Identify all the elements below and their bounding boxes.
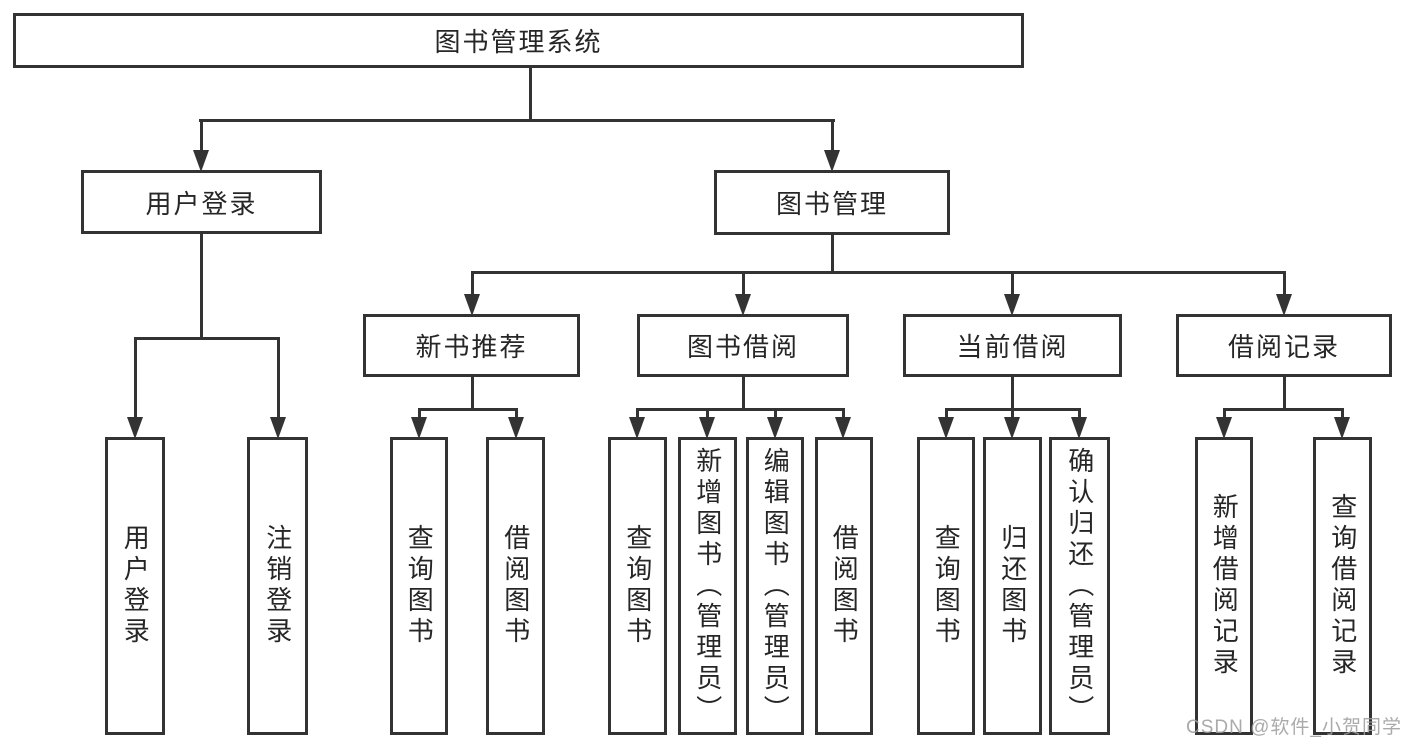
connector-line [134,337,137,417]
connector-line [1341,408,1344,417]
node-label: 查询图书 [622,524,653,648]
node-borrowing-records: 借阅记录 [1176,314,1392,377]
connector-line [529,68,532,122]
connector-line [831,235,834,274]
node-return-book: 归还图书 [983,437,1042,735]
arrow-down-icon [1004,417,1020,439]
arrow-down-icon [699,417,715,439]
node-confirm-return-admin: 确认归还（管理员） [1049,437,1110,735]
connector-line [515,408,518,417]
node-user-login-leaf: 用户登录 [105,437,165,735]
arrow-down-icon [629,417,645,439]
connector-line [1011,271,1014,294]
node-label: 借阅记录 [1227,332,1340,362]
arrow-down-icon [1071,417,1087,439]
node-label: 图书借阅 [686,332,799,362]
connector-line [945,408,948,417]
connector-line [471,377,474,411]
arrow-down-icon [127,417,143,439]
node-borrow-books-leaf: 借阅图书 [815,437,873,735]
csdn-watermark: CSDN @软件_小贺同学 [1186,717,1402,738]
connector-line [418,408,518,411]
connector-line [418,408,421,417]
connector-line [1078,408,1081,417]
connector-line [831,119,834,150]
connector-line [134,337,280,340]
arrow-down-icon [464,294,480,316]
node-label: 新增图书（管理员） [692,446,723,726]
connector-line [774,408,777,417]
connector-line [1223,408,1226,417]
node-label: 注销登录 [262,524,293,648]
connector-line [471,271,1286,274]
connector-line [1283,271,1286,294]
arrow-down-icon [1334,417,1350,439]
arrow-down-icon [411,417,427,439]
connector-line [636,408,845,411]
node-user-login-module: 用户登录 [81,170,322,234]
arrow-down-icon [193,150,209,172]
arrow-down-icon [1276,294,1292,316]
connector-line [471,271,474,294]
node-label: 借阅图书 [500,524,531,648]
connector-line [842,408,845,417]
connector-line [199,119,835,122]
node-current-borrowing: 当前借阅 [903,314,1122,377]
connector-line [277,337,280,417]
node-book-borrowing: 图书借阅 [637,314,849,377]
connector-line [1223,408,1344,411]
arrow-down-icon [508,417,524,439]
node-label: 查询图书 [404,524,435,648]
node-label: 图书管理系统 [434,27,603,57]
arrow-down-icon [824,150,840,172]
arrow-down-icon [835,417,851,439]
node-new-book-recommendation: 新书推荐 [363,314,580,377]
node-label: 新书推荐 [415,332,528,362]
node-query-books-current: 查询图书 [917,437,975,735]
node-label: 查询借阅记录 [1327,493,1358,679]
arrow-down-icon [767,417,783,439]
node-query-books-recommend: 查询图书 [390,437,448,735]
node-library-system: 图书管理系统 [13,13,1024,68]
connector-line [200,119,203,150]
node-query-books-borrow: 查询图书 [608,437,667,735]
node-label: 编辑图书（管理员） [760,446,791,726]
connector-line [742,377,745,411]
arrow-down-icon [938,417,954,439]
node-add-borrow-record: 新增借阅记录 [1195,437,1253,735]
connector-line [636,408,639,417]
connector-line [1011,408,1014,417]
node-label: 新增借阅记录 [1209,493,1240,679]
arrow-down-icon [1004,294,1020,316]
node-label: 用户登录 [120,524,151,648]
node-edit-book-admin: 编辑图书（管理员） [746,437,804,735]
connector-line [1283,377,1286,411]
arrow-down-icon [735,294,751,316]
connector-line [742,271,745,294]
connector-line [706,408,709,417]
node-label: 用户登录 [145,188,258,219]
node-logout-leaf: 注销登录 [247,437,308,735]
arrow-down-icon [270,417,286,439]
connector-line [1011,377,1014,411]
node-label: 查询图书 [931,524,962,648]
node-book-management-module: 图书管理 [714,170,950,235]
node-query-borrow-record: 查询借阅记录 [1313,437,1372,735]
node-add-book-admin: 新增图书（管理员） [678,437,737,735]
node-label: 图书管理 [775,189,888,219]
connector-line [200,234,203,340]
node-borrow-books-recommend: 借阅图书 [486,437,545,735]
node-label: 确认归还（管理员） [1064,446,1095,726]
node-label: 借阅图书 [829,524,860,648]
node-label: 归还图书 [997,524,1028,648]
arrow-down-icon [1216,417,1232,439]
node-label: 当前借阅 [956,332,1069,362]
